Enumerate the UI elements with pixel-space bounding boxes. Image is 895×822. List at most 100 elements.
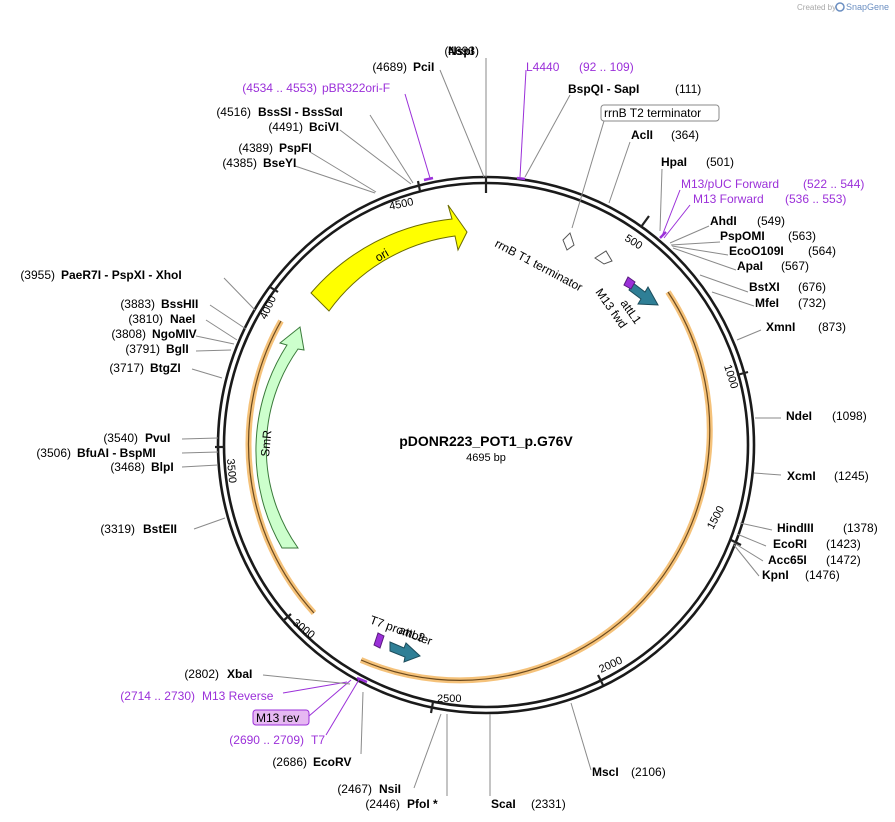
site-bspqi-pos: (111): [675, 82, 701, 96]
leader-xmni: [736, 329, 762, 341]
smr-arrow[interactable]: [255, 326, 305, 549]
site-bcivi-pos: (4491): [268, 120, 303, 134]
primer-t7[interactable]: T7: [311, 733, 325, 747]
site-mfei[interactable]: MfeI: [755, 296, 779, 310]
site-acc65i[interactable]: Acc65I: [768, 553, 807, 567]
primer-m13r[interactable]: M13 Reverse: [202, 689, 274, 703]
site-pvui-pos: (3540): [103, 431, 138, 445]
leader-pspomi: [670, 241, 721, 246]
primer-t7-range: (2690 .. 2709): [229, 733, 304, 747]
tick-label-1500: 1500: [705, 504, 727, 531]
tick-label-2000: 2000: [597, 654, 624, 675]
primer-pbr322[interactable]: pBR322ori-F: [322, 81, 390, 95]
m13rev-feature-box[interactable]: [252, 709, 310, 726]
attl1-primer-mark: [623, 276, 636, 290]
site-nsii[interactable]: NsiI: [379, 782, 401, 796]
rrnb-t2-feature-box[interactable]: [600, 104, 720, 122]
leader-blpi: [181, 464, 219, 468]
plasmid-length: 4695 bp: [466, 452, 506, 464]
site-blpi[interactable]: BlpI: [151, 460, 174, 474]
site-hindiii-pos: (1378): [843, 521, 878, 535]
site-btgzi[interactable]: BtgZI: [150, 361, 181, 375]
leader-ngomiv: [195, 335, 235, 345]
tick-2500: [429, 701, 435, 714]
primer-l4440[interactable]: L4440: [526, 60, 560, 74]
leader-mfei: [711, 291, 755, 307]
site-acc65i-pos: (1472): [826, 553, 861, 567]
t7-promoter-mark: [373, 632, 385, 649]
leader-bseyi: [294, 165, 376, 194]
ori-arrow[interactable]: [310, 204, 468, 312]
site-bsteii-pos: (3319): [100, 522, 135, 536]
primer-m13r-range: (2714 .. 2730): [120, 689, 195, 703]
tick-4500: [416, 180, 422, 192]
site-xbai[interactable]: XbaI: [227, 667, 252, 681]
site-ecori[interactable]: EcoRI: [773, 537, 807, 551]
site-ahdi[interactable]: AhdI: [710, 214, 737, 228]
leader-ecorv: [360, 691, 364, 755]
site-psshii[interactable]: BssHII: [161, 297, 198, 311]
primer-m13puc-range: (522 .. 544): [803, 177, 864, 191]
plasmid-name: pDONR223_POT1_p.G76V: [399, 433, 573, 449]
site-bseyi[interactable]: BseYI: [263, 156, 296, 170]
tick-label-3000: 3000: [290, 617, 317, 642]
site-pspomi[interactable]: PspOMI: [720, 229, 765, 243]
site-bfuai-pos: (3506): [36, 446, 71, 460]
leader-ecori: [736, 533, 767, 547]
leader-paer7i: [223, 277, 256, 311]
ori-label: ori: [373, 246, 392, 265]
site-pcii[interactable]: PciI: [413, 60, 434, 74]
leader-msci: [570, 702, 592, 771]
leader-acli: [608, 141, 631, 204]
site-eco0109i[interactable]: EcoO109I: [729, 244, 784, 258]
site-blpi-pos: (3468): [110, 460, 145, 474]
primer-pbr322-range: (4534 .. 4553): [242, 81, 317, 95]
site-xcmi-pos: (1245): [834, 469, 869, 483]
primer-m13f[interactable]: M13 Forward: [693, 192, 764, 206]
site-ndei[interactable]: NdeI: [786, 409, 812, 423]
attl2-arrow[interactable]: [389, 641, 421, 663]
site-bseyi-pos: (4385): [222, 156, 257, 170]
site-scai[interactable]: ScaI: [491, 797, 516, 811]
leader-m13rev: [308, 679, 352, 717]
tick-label-4500: 4500: [388, 196, 414, 213]
site-apai[interactable]: ApaI: [737, 259, 763, 273]
leader-naei: [205, 319, 238, 341]
site-pfoi[interactable]: PfoI *: [407, 797, 438, 811]
site-hindiii[interactable]: HindIII: [777, 521, 814, 535]
attl1-arrow[interactable]: [628, 282, 659, 306]
leader-hpai: [659, 168, 663, 232]
site-bgli[interactable]: BglI: [166, 342, 189, 356]
site-bspqi[interactable]: BspQI - SapI: [568, 82, 639, 96]
site-xcmi[interactable]: XcmI: [787, 469, 816, 483]
site-bssi[interactable]: BssSI - BssSαI: [258, 105, 343, 119]
site-ecorv-pos: (2686): [272, 755, 307, 769]
primer-l4440-range: (92 .. 109): [579, 60, 634, 74]
site-bstxi[interactable]: BstXI: [749, 280, 780, 294]
site-xmni[interactable]: XmnI: [766, 320, 795, 334]
site-acli[interactable]: AclI: [631, 128, 653, 142]
site-pvui[interactable]: PvuI: [145, 431, 170, 445]
site-ngomiv[interactable]: NgoMIV: [152, 327, 197, 341]
leader-pspfi: [309, 151, 377, 193]
primer-m13puc[interactable]: M13/pUC Forward: [681, 177, 779, 191]
site-msci[interactable]: MscI: [592, 765, 619, 779]
site-kpni[interactable]: KpnI: [762, 568, 789, 582]
tick-500: [640, 215, 650, 228]
site-hpai[interactable]: HpaI: [661, 155, 687, 169]
site-ecorv[interactable]: EcoRV: [313, 755, 351, 769]
site-bgli-pos: (3791): [125, 342, 160, 356]
leader-bgli: [195, 349, 232, 352]
site-paer7i[interactable]: PaeR7I - PspXI - XhoI: [61, 268, 182, 282]
site-bcivi[interactable]: BciVI: [309, 120, 339, 134]
snapgene-logo-icon: [835, 2, 845, 12]
site-nspi[interactable]: NspI: [448, 44, 474, 58]
site-bfuai[interactable]: BfuAI - BspMI: [77, 446, 156, 460]
site-bsteii[interactable]: BstEII: [143, 522, 177, 536]
leader-bcivi: [339, 129, 412, 185]
site-naei[interactable]: NaeI: [170, 312, 195, 326]
site-pspfi[interactable]: PspFI: [279, 141, 312, 155]
tick-1000: [736, 370, 749, 377]
tick-label-2500: 2500: [437, 693, 461, 705]
